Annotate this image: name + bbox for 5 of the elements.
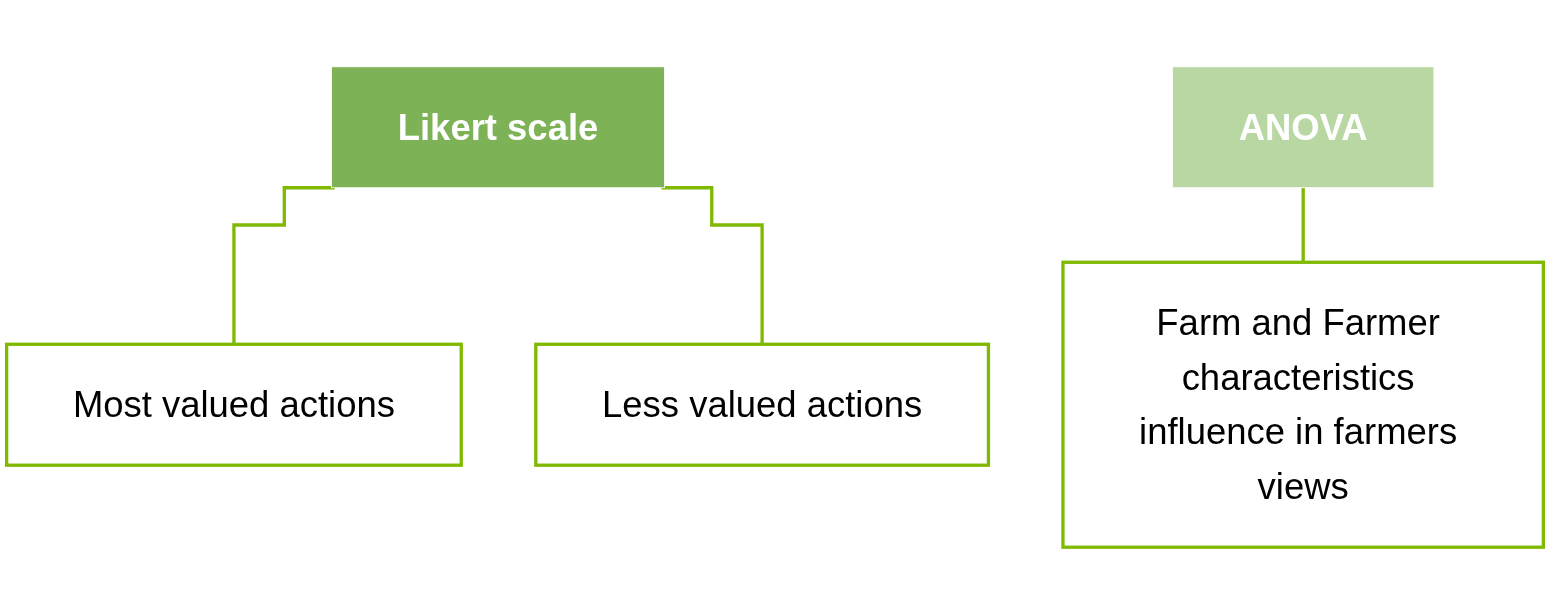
- node-box: Less valued actions: [534, 342, 991, 467]
- node-box: ANOVA: [1172, 66, 1435, 189]
- node-box: Likert scale: [331, 66, 665, 189]
- node-box: Farm and Farmer characteristics influence in farmers views: [1061, 260, 1546, 549]
- node-box: Most valued actions: [4, 342, 463, 467]
